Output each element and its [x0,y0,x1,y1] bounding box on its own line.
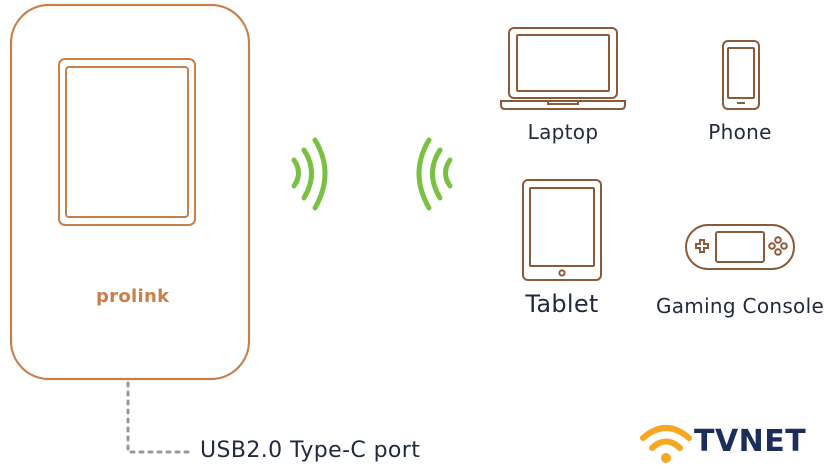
phone-label: Phone [708,120,772,144]
watermark-text: TVNET [694,424,807,459]
wifi-signal-icon [410,134,460,214]
wifi-signal-icon [285,134,335,214]
tablet-icon [520,178,604,284]
console-label: Gaming Console [655,294,825,318]
tablet-label: Tablet [525,290,599,318]
mobile-router-icon [0,0,260,390]
gamepad-icon [682,220,800,274]
brand-logo: prolink [96,286,170,307]
port-label: USB2.0 Type-C port [200,438,421,463]
phone-icon [718,38,764,112]
wifi-logo-icon [638,420,694,468]
port-connector [0,0,200,472]
laptop-icon [498,25,628,113]
laptop-label: Laptop [527,120,599,144]
